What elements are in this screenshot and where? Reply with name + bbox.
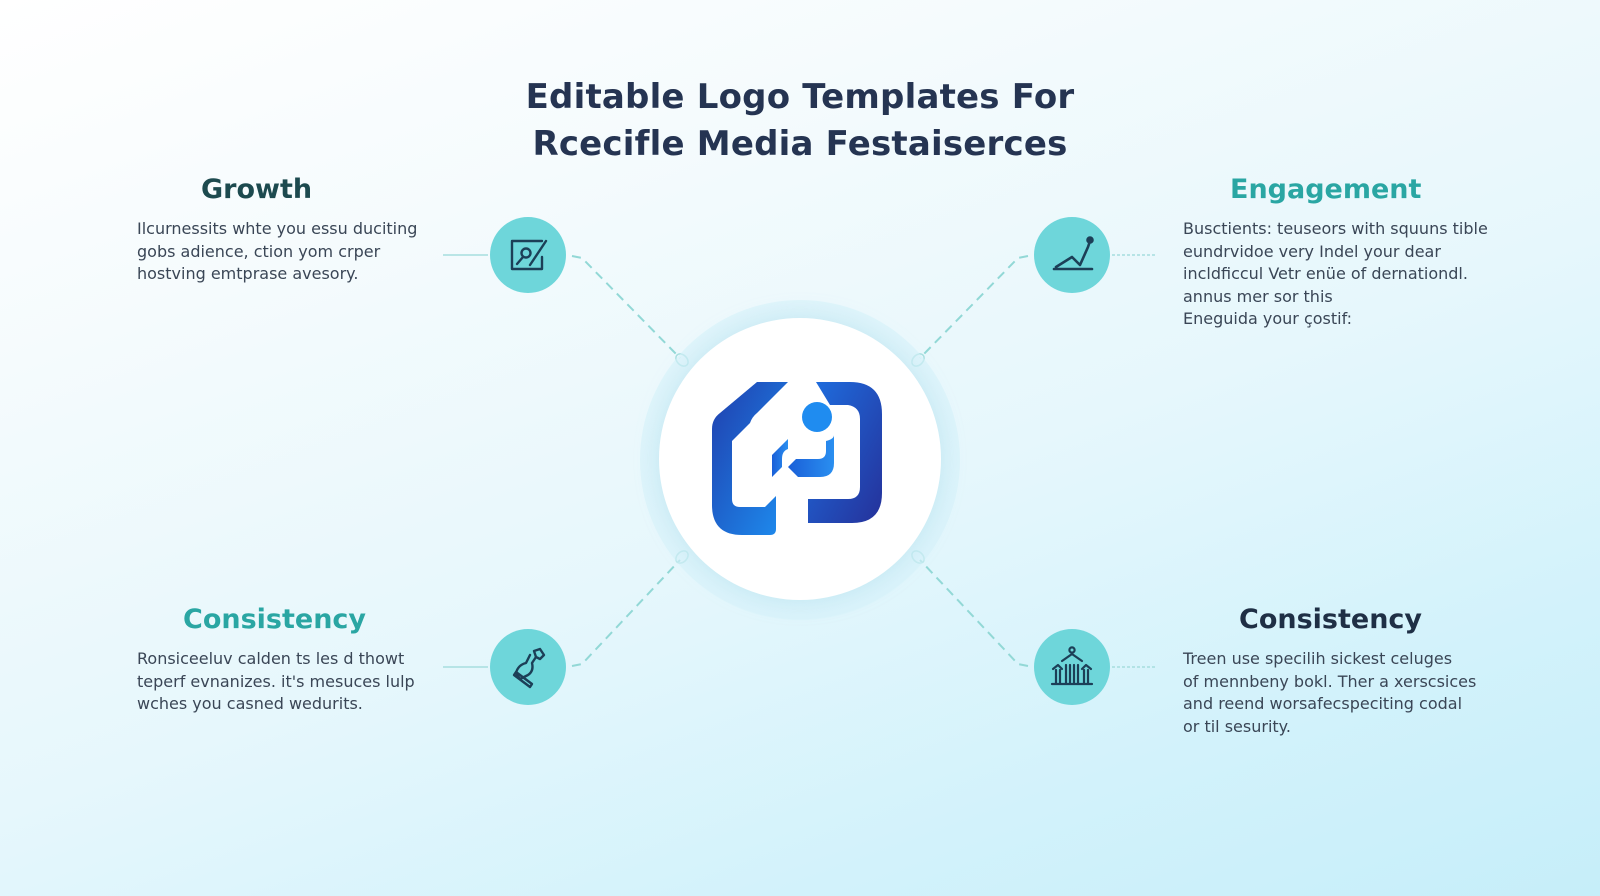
description-line: Ilcurnessits whte you essu duciting <box>137 219 418 238</box>
title-line-2: Rcecifle Media Festaiserces <box>532 124 1068 164</box>
description-line: wches you casned wedurits. <box>137 694 363 713</box>
brand-logo-icon <box>712 382 882 535</box>
feature-node-consistency-right <box>1034 629 1110 705</box>
feature-heading-consistency-right: Consistency <box>1239 604 1423 635</box>
title-line-1: Editable Logo Templates For <box>525 77 1075 117</box>
bottle-icon <box>512 647 546 689</box>
logo-right-bracket <box>808 382 882 523</box>
feature-description-engagement: Busctients: teuseors with squuns tible e… <box>1183 218 1488 331</box>
feature-node-growth <box>490 217 566 293</box>
connector-consistency-left-to-hub <box>571 559 681 667</box>
feature-description-consistency-left: Ronsiceeluv calden ts les d thowt teperf… <box>137 648 415 716</box>
line-chart-icon <box>1052 236 1094 271</box>
logo-left-bracket <box>712 382 788 535</box>
description-line: incldficcul Vetr enüe of dernationdl. <box>1183 264 1468 283</box>
description-line: Ronsiceeluv calden ts les d thowt <box>137 649 405 668</box>
logo-inner-hook <box>788 435 834 477</box>
description-line: Treen use specilih sickest celuges <box>1183 649 1453 668</box>
pencil-board-icon <box>510 239 548 271</box>
logo-inner-shard <box>772 439 788 477</box>
description-line: annus mer sor this <box>1183 286 1333 306</box>
description-line: eundrvidoe very Indel your dear <box>1183 241 1441 261</box>
feature-description-growth: Ilcurnessits whte you essu duciting gobs… <box>137 218 417 286</box>
description-line: of mennbeny bokl. Ther a xerscsices <box>1183 671 1477 691</box>
description-line: Eneguida your çostif: <box>1183 309 1353 328</box>
central-hub <box>659 318 941 600</box>
description-line: and reend worsafecspeciting codal <box>1183 694 1463 713</box>
feature-heading-growth: Growth <box>201 174 313 205</box>
connector-consistency-right-to-hub <box>919 559 1029 667</box>
description-line: gobs adience, ction yom crper <box>137 241 381 261</box>
connector-growth-to-hub <box>571 255 681 359</box>
feature-node-engagement <box>1034 217 1110 293</box>
description-line: or til sesurity. <box>1183 716 1291 736</box>
connector-engagement-to-hub <box>919 255 1029 359</box>
feature-node-consistency-left <box>490 629 566 705</box>
description-line: hostving emtprase avesory. <box>137 264 359 283</box>
temple-icon <box>1050 646 1094 686</box>
feature-heading-consistency-left: Consistency <box>183 604 367 635</box>
page-title: Editable Logo Templates For Rcecifle Med… <box>0 74 1600 168</box>
feature-heading-engagement: Engagement <box>1230 174 1422 205</box>
feature-description-consistency-right: Treen use specilih sickest celuges of me… <box>1183 648 1476 738</box>
logo-dot <box>802 402 832 432</box>
description-line: teperf evnanizes. it's mesuces lulp <box>137 671 415 691</box>
description-line: Busctients: teuseors with squuns tible <box>1183 219 1488 238</box>
